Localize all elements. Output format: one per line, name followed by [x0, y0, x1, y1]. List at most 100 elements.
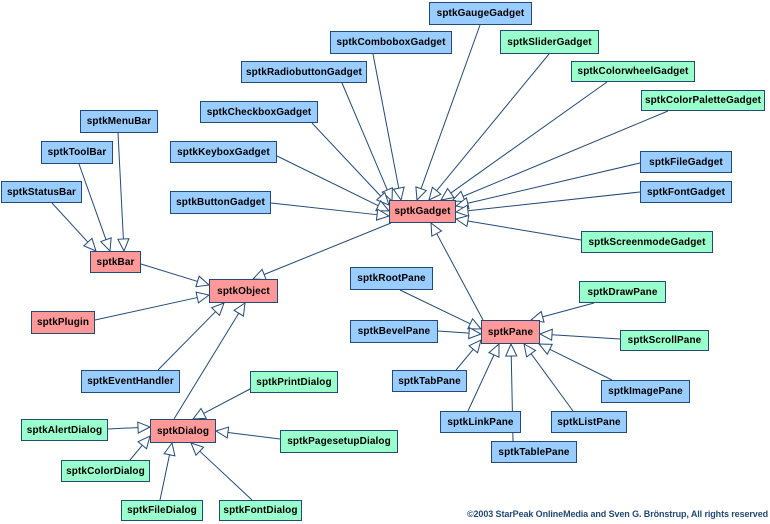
edge-plugin-to-object — [94, 297, 198, 321]
edge-slidergadget-to-gadget — [436, 53, 550, 192]
edge-filedialog-to-dialog — [159, 454, 171, 501]
edge-pagesetupdialog-to-dialog — [227, 431, 281, 440]
class-box-toolbar[interactable]: sptkToolBar — [41, 141, 113, 164]
class-box-object[interactable]: sptkObject — [209, 279, 278, 303]
inheritance-arrowhead-imagepane — [537, 343, 553, 356]
class-box-linkpane[interactable]: sptkLinkPane — [440, 411, 521, 433]
class-box-colorwheelgadget[interactable]: sptkColorwheelGadget — [571, 61, 695, 82]
edge-scrollpane-to-pane — [551, 334, 621, 340]
edge-screenmodegadget-to-gadget — [467, 220, 582, 241]
inheritance-arrowhead-buttongadget — [375, 208, 391, 221]
class-box-filegadget[interactable]: sptkFileGadget — [640, 151, 732, 173]
edge-fontdialog-to-dialog — [199, 450, 253, 501]
class-box-bar[interactable]: sptkBar — [90, 251, 141, 273]
edge-fontgadget-to-gadget — [467, 191, 641, 212]
inheritance-arrowhead-listpane — [523, 343, 537, 358]
class-box-tablepane[interactable]: sptkTablePane — [491, 441, 577, 463]
inheritance-arrowhead-filedialog — [163, 441, 176, 457]
class-box-listpane[interactable]: sptkListPane — [551, 411, 627, 433]
inheritance-arrowhead-menubar — [117, 238, 130, 253]
class-box-screenmodegadget[interactable]: sptkScreenmodeGadget — [581, 231, 713, 253]
edge-colorpalettegadget-to-gadget — [462, 110, 669, 197]
inheritance-arrowhead-checkboxgadget — [375, 191, 390, 206]
edge-colorwheelgadget-to-gadget — [450, 81, 608, 194]
edge-toolbar-to-bar — [78, 163, 107, 240]
edge-printdialog-to-dialog — [203, 388, 251, 414]
edge-bar-to-object — [140, 263, 198, 282]
edge-comboboxgadget-to-gadget — [372, 53, 400, 189]
class-box-gaugegadget[interactable]: sptkGaugeGadget — [429, 2, 532, 25]
inheritance-arrowhead-plugin — [195, 291, 211, 304]
edge-menubar-to-bar — [117, 132, 124, 240]
inheritance-arrowhead-keyboxgadget — [375, 199, 391, 212]
class-box-fontgadget[interactable]: sptkFontGadget — [640, 181, 732, 203]
edge-colordialog-to-dialog — [129, 444, 143, 461]
edge-keyboxgadget-to-gadget — [276, 155, 379, 207]
class-box-buttongadget[interactable]: sptkButtonGadget — [170, 191, 271, 214]
inheritance-arrowhead-slidergadget — [428, 186, 442, 201]
edge-listpane-to-pane — [530, 353, 574, 412]
class-box-slidergadget[interactable]: sptkSliderGadget — [500, 30, 599, 54]
class-box-menubar[interactable]: sptkMenuBar — [80, 110, 158, 133]
class-box-pane[interactable]: sptkPane — [481, 320, 540, 344]
edge-gaugegadget-to-gadget — [420, 24, 481, 189]
inheritance-arrowhead-pane — [430, 221, 443, 237]
inheritance-arrowhead-alertdialog — [137, 421, 152, 434]
inheritance-arrowhead-gaugegadget — [415, 186, 428, 202]
class-box-alertdialog[interactable]: sptkAlertDialog — [21, 419, 108, 441]
edge-buttongadget-to-gadget — [270, 202, 378, 216]
class-box-plugin[interactable]: sptkPlugin — [31, 311, 95, 334]
class-box-scrollpane[interactable]: sptkScrollPane — [620, 330, 709, 351]
inheritance-arrowhead-tabpane — [468, 339, 482, 354]
class-box-eventhandler[interactable]: sptkEventHandler — [81, 370, 180, 393]
class-box-imagepane[interactable]: sptkImagePane — [601, 380, 690, 403]
copyright-text: ©2003 StarPeak OnlineMedia and Sven G. B… — [467, 509, 768, 519]
inheritance-arrowhead-tablepane — [504, 342, 518, 357]
class-box-colordialog[interactable]: sptkColorDialog — [61, 460, 150, 482]
class-box-statusbar[interactable]: sptkStatusBar — [1, 181, 82, 203]
edge-filegadget-to-gadget — [467, 162, 641, 204]
class-box-fontdialog[interactable]: sptkFontDialog — [219, 500, 302, 521]
inheritance-arrowhead-toolbar — [99, 237, 112, 253]
edge-alertdialog-to-dialog — [107, 427, 139, 430]
edge-checkboxgadget-to-gadget — [311, 122, 382, 197]
edge-bevelpane-to-pane — [437, 330, 470, 334]
inheritance-arrowhead-comboboxgadget — [392, 186, 405, 202]
inheritance-arrowhead-printdialog — [191, 407, 207, 420]
class-box-printdialog[interactable]: sptkPrintDialog — [250, 371, 338, 393]
class-box-tabpane[interactable]: sptkTabPane — [392, 370, 467, 392]
edge-eventhandler-to-object — [157, 311, 216, 371]
class-box-bevelpane[interactable]: sptkBevelPane — [350, 320, 438, 343]
class-box-radiobuttongadget[interactable]: sptkRadiobuttonGadget — [241, 61, 367, 83]
edge-rootpane-to-pane — [399, 289, 471, 325]
class-box-checkboxgadget[interactable]: sptkCheckboxGadget — [200, 101, 318, 123]
inheritance-arrowhead-colorpalettegadget — [450, 190, 466, 202]
class-box-gadget[interactable]: sptkGadget — [389, 200, 456, 223]
inheritance-arrowhead-rootpane — [467, 317, 483, 330]
edge-statusbar-to-bar — [51, 202, 89, 243]
edge-imagepane-to-pane — [549, 348, 613, 381]
inheritance-arrowhead-dialog — [233, 301, 246, 317]
class-box-drawpane[interactable]: sptkDrawPane — [579, 281, 666, 303]
inheritance-arrowhead-pagesetupdialog — [214, 426, 230, 439]
inheritance-arrowhead-radiobuttongadget — [381, 187, 393, 203]
class-box-rootpane[interactable]: sptkRootPane — [350, 267, 433, 290]
inheritance-arrowhead-bevelpane — [468, 326, 483, 340]
edge-gadget-to-object — [263, 222, 392, 275]
class-box-filedialog[interactable]: sptkFileDialog — [121, 500, 203, 521]
inheritance-arrowhead-scrollpane — [538, 328, 553, 342]
edge-radiobuttongadget-to-gadget — [341, 82, 388, 191]
class-box-colorpalettegadget[interactable]: sptkColorPaletteGadget — [641, 90, 765, 111]
inheritance-arrowhead-fontdialog — [190, 442, 205, 457]
class-box-comboboxgadget[interactable]: sptkComboboxGadget — [330, 31, 452, 54]
edge-pane-to-gadget — [436, 233, 484, 321]
class-box-dialog[interactable]: sptkDialog — [150, 419, 216, 443]
inheritance-arrowhead-colorwheelgadget — [440, 187, 455, 201]
edge-dialog-to-object — [173, 312, 240, 420]
inheritance-arrowhead-fontgadget — [454, 204, 470, 217]
class-box-keyboxgadget[interactable]: sptkKeyboxGadget — [170, 141, 277, 163]
edge-tabpane-to-pane — [455, 348, 474, 371]
class-box-pagesetupdialog[interactable]: sptkPagesetupDialog — [280, 430, 398, 453]
